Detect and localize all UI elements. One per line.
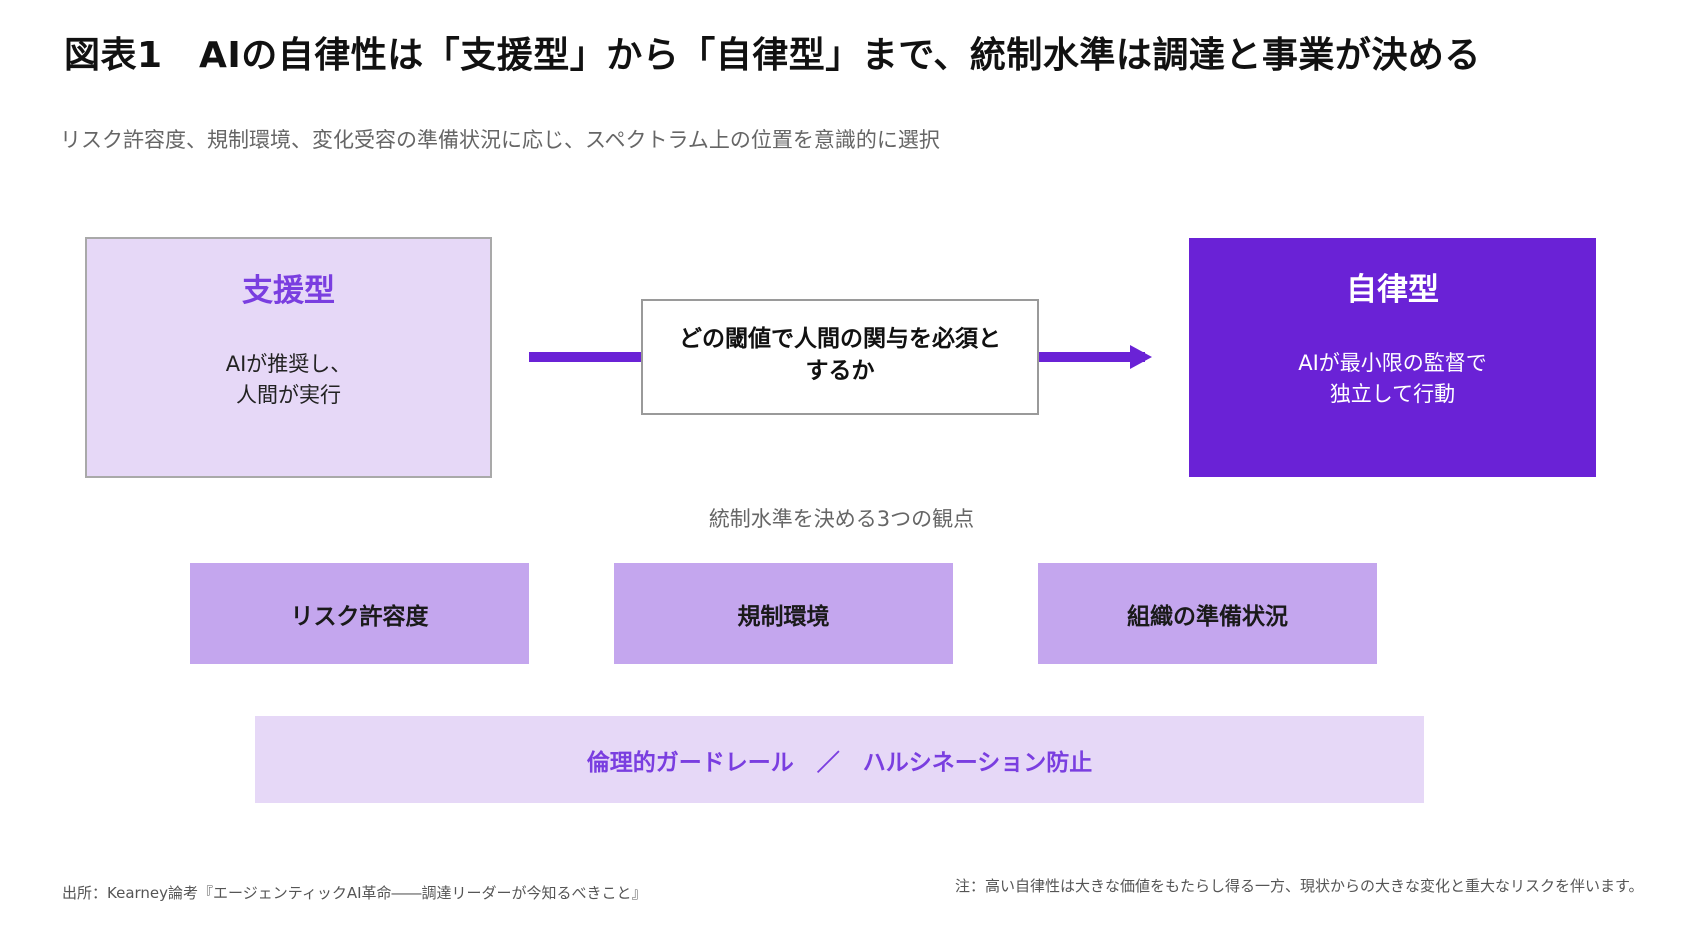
factor-regulatory-environment: 規制環境 (614, 563, 953, 664)
source-citation: 出所：Kearney論考『エージェンティックAI革命――調達リーダーが今知るべき… (62, 884, 647, 902)
page-subtitle: リスク許容度、規制環境、変化受容の準備状況に応じ、スペクトラム上の位置を意識的に… (60, 128, 940, 152)
factors-section-label: 統制水準を決める3つの観点 (708, 507, 975, 531)
autonomous-box: 自律型 AIが最小限の監督で 独立して行動 (1189, 238, 1596, 477)
threshold-question-box: どの閾値で人間の関与を必須と するか (641, 299, 1039, 415)
factor-risk-tolerance: リスク許容度 (190, 563, 529, 664)
autonomous-description: AIが最小限の監督で 独立して行動 (1189, 348, 1596, 410)
guardrails-bar: 倫理的ガードレール ／ ハルシネーション防止 (255, 716, 1424, 803)
threshold-line-1: どの閾値で人間の関与を必須と (679, 326, 1001, 352)
assistive-description: AIが推奨し、 人間が実行 (87, 349, 490, 411)
assistive-line-2: 人間が実行 (236, 383, 341, 407)
assistive-title: 支援型 (242, 273, 335, 309)
factor-organizational-readiness: 組織の準備状況 (1038, 563, 1377, 664)
spectrum-arrow-right-segment (1037, 352, 1145, 362)
autonomous-title: 自律型 (1346, 272, 1439, 308)
autonomous-line-2: 独立して行動 (1329, 382, 1456, 406)
autonomous-line-1: AIが最小限の監督で (1298, 351, 1487, 375)
assistive-line-1: AIが推奨し、 (225, 352, 352, 376)
spectrum-arrow-left-segment (529, 352, 643, 362)
arrow-head-icon (1130, 345, 1152, 369)
assistive-box: 支援型 AIが推奨し、 人間が実行 (85, 237, 492, 478)
page-title: 図表1 AIの自律性は「支援型」から「自律型」まで、統制水準は調達と事業が決める (64, 35, 1481, 76)
footnote: 注：高い自律性は大きな価値をもたらし得る一方、現状からの大きな変化と重大なリスク… (955, 877, 1644, 895)
threshold-line-2: するか (805, 358, 875, 384)
